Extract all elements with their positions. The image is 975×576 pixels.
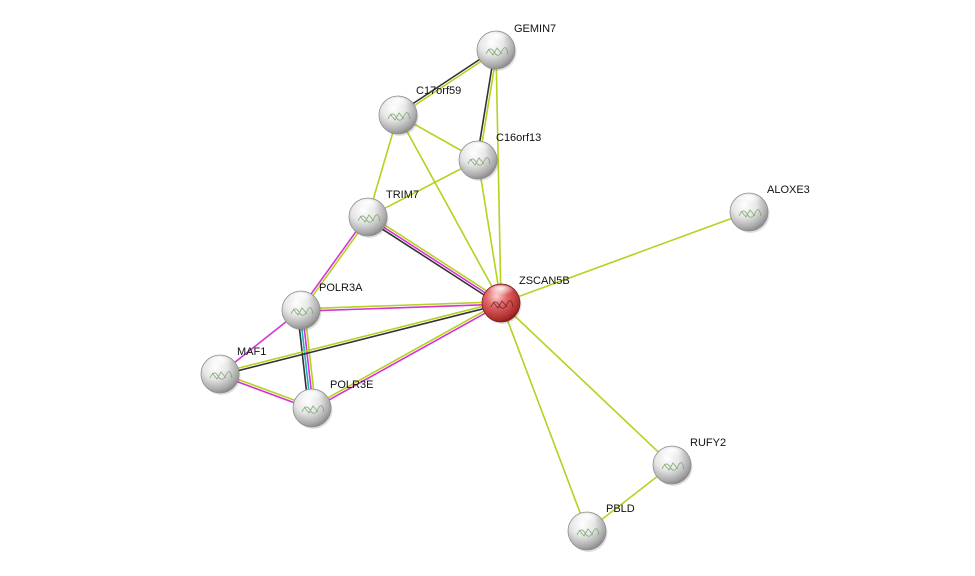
edge-evidence-textmining bbox=[398, 50, 498, 117]
protein-structure-icon bbox=[301, 405, 325, 414]
edge-c16orf13-trim7[interactable] bbox=[367, 159, 479, 218]
edge-evidence-textmining bbox=[311, 301, 501, 408]
edge-zscan5b-pbld[interactable] bbox=[500, 302, 588, 532]
edge-evidence-textmining bbox=[495, 49, 502, 304]
edge-evidence-coexpression bbox=[396, 48, 496, 115]
edge-evidence-coexpression bbox=[366, 218, 501, 306]
protein-structure-icon bbox=[209, 371, 233, 380]
edge-evidence-textmining bbox=[367, 159, 479, 218]
node-label: TRIM7 bbox=[386, 189, 419, 201]
node-highlight bbox=[573, 513, 601, 528]
node-rufy2[interactable]: RUFY2 bbox=[652, 437, 726, 486]
node-highlight bbox=[206, 356, 234, 371]
protein-structure-icon bbox=[290, 307, 314, 316]
node-c17orf59[interactable]: C17orf59 bbox=[378, 85, 461, 136]
node-polr3e[interactable]: POLR3E bbox=[292, 379, 373, 429]
edge-zscan5b-rufy2[interactable] bbox=[500, 302, 673, 466]
protein-structure-icon bbox=[738, 209, 762, 218]
node-c16orf13[interactable]: C16orf13 bbox=[458, 132, 541, 181]
node-label: PBLD bbox=[606, 503, 635, 515]
edge-evidence-textmining bbox=[500, 302, 588, 532]
edge-gemin7-c17orf59[interactable] bbox=[396, 48, 498, 117]
node-pbld[interactable]: PBLD bbox=[567, 503, 635, 552]
protein-structure-icon bbox=[467, 157, 491, 166]
node-polr3a[interactable]: POLR3A bbox=[281, 282, 363, 331]
protein-structure-icon bbox=[490, 300, 514, 309]
node-highlight bbox=[384, 97, 412, 112]
node-label: C16orf13 bbox=[496, 132, 541, 144]
protein-structure-icon bbox=[485, 47, 509, 56]
node-highlight bbox=[658, 447, 686, 462]
node-label: ZSCAN5B bbox=[519, 275, 570, 287]
node-label: RUFY2 bbox=[690, 437, 726, 449]
edge-evidence-textmining bbox=[477, 159, 502, 304]
node-label: POLR3E bbox=[330, 379, 373, 391]
node-highlight bbox=[287, 292, 315, 307]
edge-evidence-textmining bbox=[300, 301, 501, 310]
node-label: MAF1 bbox=[237, 346, 266, 358]
node-maf1[interactable]: MAF1 bbox=[200, 346, 266, 395]
edge-evidence-textmining bbox=[368, 214, 503, 302]
node-aloxe3[interactable]: ALOXE3 bbox=[729, 184, 810, 233]
edge-evidence-textmining bbox=[397, 114, 502, 304]
node-gemin7[interactable]: GEMIN7 bbox=[476, 23, 556, 71]
edge-c16orf13-zscan5b[interactable] bbox=[477, 159, 502, 304]
edge-evidence-coexpression bbox=[220, 303, 502, 376]
node-label: ALOXE3 bbox=[767, 184, 810, 196]
edge-gemin7-zscan5b[interactable] bbox=[495, 49, 502, 304]
node-highlight bbox=[487, 285, 515, 300]
edge-evidence-experiments bbox=[301, 303, 502, 312]
edge-c17orf59-zscan5b[interactable] bbox=[397, 114, 502, 304]
edge-maf1-zscan5b[interactable] bbox=[219, 301, 502, 376]
edge-evidence-textmining bbox=[219, 301, 501, 374]
edge-aloxe3-zscan5b[interactable] bbox=[500, 211, 750, 304]
node-highlight bbox=[735, 194, 763, 209]
node-zscan5b[interactable]: ZSCAN5B bbox=[481, 275, 570, 324]
edge-polr3a-zscan5b[interactable] bbox=[300, 301, 502, 312]
node-highlight bbox=[298, 390, 326, 405]
edge-evidence-textmining bbox=[500, 302, 673, 466]
node-label: GEMIN7 bbox=[514, 23, 556, 35]
edge-evidence-textmining bbox=[500, 211, 750, 304]
protein-structure-icon bbox=[387, 112, 411, 121]
edge-evidence-experiments bbox=[367, 216, 502, 304]
edge-trim7-zscan5b[interactable] bbox=[366, 214, 503, 306]
node-label: C17orf59 bbox=[416, 85, 461, 97]
protein-structure-icon bbox=[576, 528, 600, 537]
node-highlight bbox=[482, 32, 510, 47]
protein-structure-icon bbox=[661, 462, 685, 471]
node-trim7[interactable]: TRIM7 bbox=[348, 189, 419, 238]
protein-structure-icon bbox=[357, 214, 381, 223]
node-label: POLR3A bbox=[319, 282, 363, 294]
node-highlight bbox=[464, 142, 492, 157]
edge-polr3e-zscan5b[interactable] bbox=[311, 301, 502, 410]
node-highlight bbox=[354, 199, 382, 214]
edge-evidence-experiments bbox=[312, 303, 502, 410]
